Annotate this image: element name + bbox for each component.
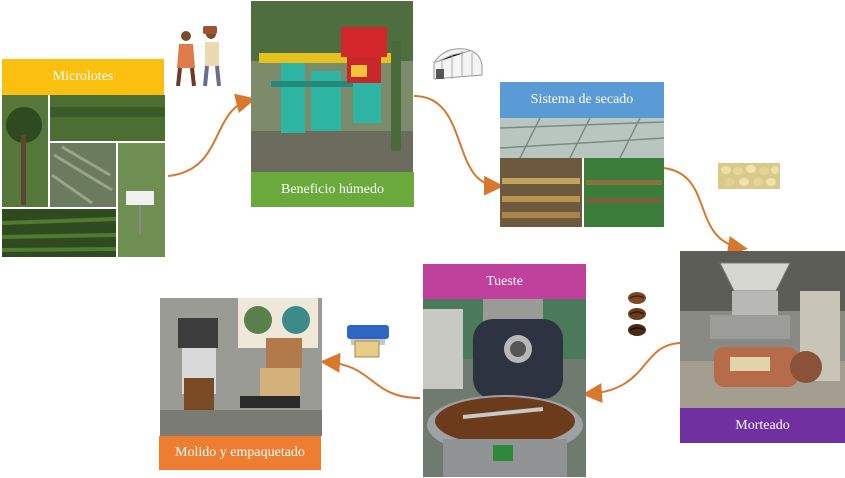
sealer-icon: [345, 319, 391, 359]
arrow-microlotes-to-beneficio: [167, 93, 256, 177]
secado-label: Sistema de secado: [500, 82, 664, 118]
arrow-morteado-to-tueste: [582, 342, 681, 404]
morteado-label: Morteado: [680, 408, 845, 443]
secado-photo: [500, 118, 664, 227]
molido-label: Molido y empaquetado: [159, 436, 321, 470]
molido-photo: [160, 298, 322, 436]
arrow-tueste-to-molido: [320, 352, 421, 399]
green-coffee-beans-icon: [718, 163, 780, 189]
microlotes-photo: [2, 95, 165, 257]
arrow-beneficio-to-secado: [413, 95, 504, 196]
roasted-beans-icon: [624, 290, 650, 340]
farmers-icon: [173, 24, 225, 88]
arrow-secado-to-morteado: [663, 167, 748, 256]
beneficio-label: Beneficio húmedo: [251, 172, 414, 207]
tueste-photo: [423, 299, 586, 477]
beneficio-photo: [251, 1, 413, 173]
microlotes-label: Microlotes: [2, 59, 164, 95]
morteado-photo: [680, 251, 845, 408]
greenhouse-icon: [430, 45, 485, 85]
tueste-label: Tueste: [423, 264, 586, 299]
